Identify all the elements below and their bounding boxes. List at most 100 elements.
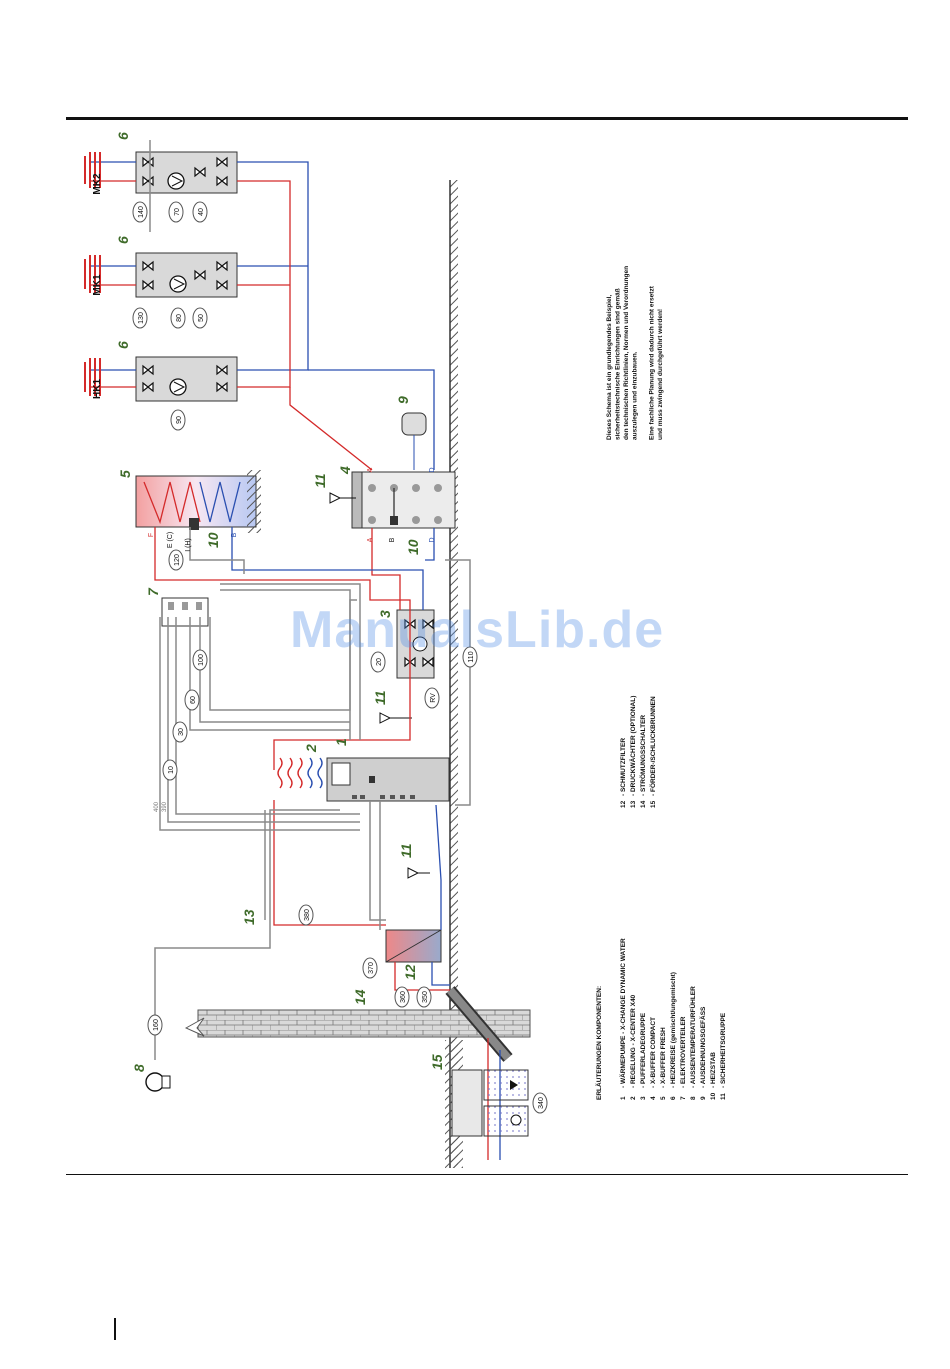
component-number: 13 (241, 909, 257, 925)
sensor-tag: 100 (198, 654, 205, 666)
sensor-tag-bubble (132, 201, 148, 223)
expansion-vessel (401, 412, 427, 470)
component-number: 6 (115, 132, 131, 140)
sensor-tag-bubble (172, 721, 188, 743)
circuit-label: HK1 (92, 379, 103, 399)
component-number: 10 (405, 539, 421, 555)
sensor-tag-bubble (168, 549, 184, 571)
port-letter: D (429, 467, 436, 472)
component-number: 6 (115, 341, 131, 349)
sensor-tag: 80 (176, 314, 183, 322)
component-number: 5 (117, 470, 133, 478)
note-line: Eine fachliche Planung wird dadurch nich… (649, 285, 656, 440)
electrical-distributor (161, 597, 209, 627)
component-number: 11 (398, 843, 414, 858)
bottom-rule (66, 1174, 908, 1175)
buffer-fresh (135, 470, 261, 533)
component-number: 10 (205, 532, 221, 548)
note-line: auszulegen und einzubauen. (632, 351, 639, 440)
legend-number: 2 (630, 1096, 637, 1100)
sensor-tag-bubble (462, 646, 478, 668)
component-number: 3 (377, 610, 393, 618)
sensor-tag-bubble (370, 651, 386, 673)
sensor-tag: 120 (174, 554, 181, 566)
port-letter: E (C) (167, 532, 174, 548)
legend-text: - AUSSENTEMPERATURFÜHLER (688, 986, 697, 1088)
port-letter: D (429, 537, 436, 542)
legend-number: 10 (710, 1092, 717, 1100)
top-rule (66, 117, 908, 120)
outdoor-sensor (145, 1072, 171, 1092)
well-pipe (445, 986, 513, 1160)
legend-number: 8 (690, 1096, 697, 1100)
sensor-tag-bubble (170, 409, 186, 431)
legend-text: - DRUCKWÄCHTER (OPTIONAL) (629, 696, 637, 796)
sensor-tag: 370 (368, 962, 375, 974)
note-line: sicherheitstechnische Einrichtungen sind… (615, 288, 622, 440)
component-number: 14 (352, 989, 368, 1005)
well-tanks (451, 1069, 529, 1137)
sensor-tag-bubble (147, 1014, 163, 1036)
sensor-tag-bubble (532, 1092, 548, 1114)
legend-number: 11 (720, 1093, 727, 1100)
component-number: 11 (372, 690, 388, 705)
sensor-tag: 360 (400, 991, 407, 1003)
legend-number: 1 (620, 1096, 627, 1100)
legend-text: - HEIZSTAB (710, 1052, 717, 1088)
sensor-tag-bubble (184, 689, 200, 711)
legend-text: - WÄRMEPUMPE - X-CHANGE DYNAMIC WATER (619, 938, 627, 1088)
distribution-pipes (237, 161, 435, 471)
circuit-label: MK2 (92, 173, 103, 195)
legend-number: 6 (670, 1096, 677, 1100)
legend-text: - SICHERHEITSGRUPPE (720, 1012, 727, 1088)
component-number: 1 (333, 738, 349, 746)
legend-number: 7 (680, 1096, 687, 1100)
sensor-tag: 70 (174, 208, 181, 216)
port-letter: A (367, 537, 374, 542)
sensor-tag: 140 (138, 206, 145, 218)
circuit-label: MK1 (92, 274, 103, 296)
port-letter: A (367, 467, 374, 472)
legend-text: - PUFFERLADEGRUPPE (640, 1012, 647, 1088)
port-letter: F (148, 533, 155, 537)
port-letter: I (H) (185, 538, 192, 552)
buffer-compact (351, 471, 456, 529)
sensor-tag: 40 (198, 208, 205, 216)
sensor-cables (149, 140, 471, 1060)
sensor-tag: 340 (538, 1097, 545, 1109)
legend-text: - AUSDEHNUNGSGEFÄSS (699, 1006, 707, 1088)
sensor-tag: RV (430, 693, 437, 703)
sensor-tag: 60 (190, 696, 197, 704)
sensor-tag-bubble (168, 201, 184, 223)
port-letter: B (231, 532, 238, 537)
legend-text: - X-BUFFER COMPACT (650, 1017, 657, 1088)
sensor-tag: 350 (422, 991, 429, 1003)
sensor-tag: 20 (376, 658, 383, 666)
charging-group (396, 609, 435, 679)
legend-number: 15 (650, 800, 657, 808)
port-letter: B (389, 537, 396, 542)
sensor-tag-bubble (416, 986, 432, 1008)
legend-number: 14 (640, 800, 647, 808)
sensor-tag: 90 (176, 416, 183, 424)
legend-text: - ELEKTROVERTEILER (680, 1016, 687, 1088)
legend-number: 5 (660, 1096, 667, 1100)
component-number: 2 (303, 744, 319, 753)
sensor-tag-bubble (424, 687, 440, 709)
page-marker (114, 1318, 116, 1340)
legend-text: - HEIZKREISE (gemischt/ungemischt) (670, 972, 677, 1088)
sensor-tag-bubble (192, 307, 208, 329)
floor-heating-icon (84, 152, 101, 396)
legend-number: 4 (650, 1096, 657, 1100)
component-number: 8 (131, 1064, 147, 1072)
system-pipes (154, 527, 450, 991)
sensor-tag: 50 (198, 314, 205, 322)
legend-text: - REGELUNG - X-CENTER X40 (630, 994, 637, 1088)
safety-group-icon (329, 492, 430, 879)
sensor-tag-bubble (162, 759, 178, 781)
heating-circuit-mk2 (89, 151, 238, 194)
heat-exchanger (385, 929, 442, 963)
legend-text: - SCHMUTZFILTER (620, 738, 627, 796)
sensor-tag: 380 (304, 909, 311, 921)
